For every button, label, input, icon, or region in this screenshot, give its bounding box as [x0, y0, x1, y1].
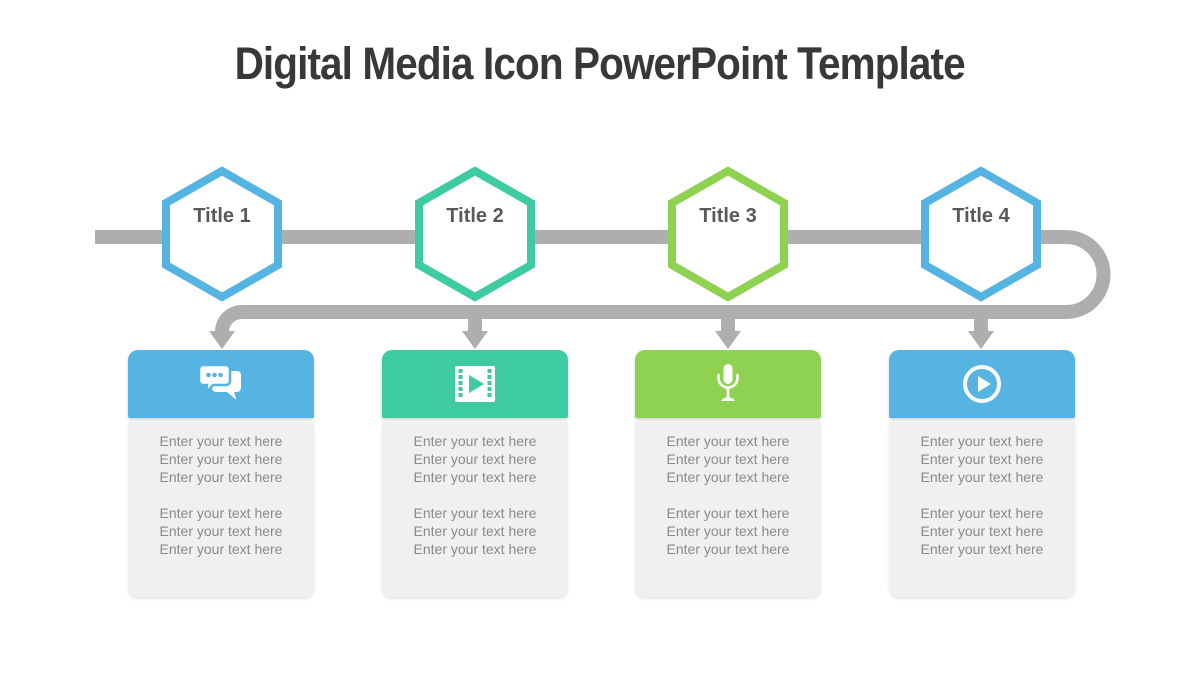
text-placeholder-group: Enter your text here Enter your text her… [128, 432, 314, 486]
hexagon-step-4[interactable] [921, 166, 1041, 302]
text-placeholder-group: Enter your text here Enter your text her… [635, 504, 821, 558]
text-placeholder-line[interactable]: Enter your text here [159, 469, 283, 485]
hexagon-step-3[interactable] [668, 166, 788, 302]
text-placeholder-line[interactable]: Enter your text here [920, 505, 1044, 521]
text-placeholder-line[interactable]: Enter your text here [413, 505, 537, 521]
text-placeholder-line[interactable]: Enter your text here [159, 541, 283, 557]
card-1-body: Enter your text here Enter your text her… [128, 422, 314, 597]
text-placeholder-group: Enter your text here Enter your text her… [128, 504, 314, 558]
branch-stub [721, 310, 735, 333]
play-circle-icon [963, 365, 1001, 403]
text-placeholder-line[interactable]: Enter your text here [666, 505, 790, 521]
text-placeholder-group: Enter your text here Enter your text her… [635, 432, 821, 486]
text-placeholder-line[interactable]: Enter your text here [666, 451, 790, 467]
branch-stub [468, 310, 482, 333]
card-2[interactable]: Enter your text here Enter your text her… [382, 350, 568, 597]
branch-stub [974, 310, 988, 333]
connector-pipe [95, 230, 1111, 333]
chat-bubbles-icon [197, 363, 241, 400]
card-3-header [635, 350, 821, 418]
text-placeholder-group: Enter your text here Enter your text her… [889, 432, 1075, 486]
text-placeholder-line[interactable]: Enter your text here [920, 451, 1044, 467]
text-placeholder-line[interactable]: Enter your text here [920, 433, 1044, 449]
page-title[interactable]: Digital Media Icon PowerPoint Template [0, 38, 1200, 90]
card-2-body: Enter your text here Enter your text her… [382, 422, 568, 597]
text-placeholder-line[interactable]: Enter your text here [413, 433, 537, 449]
hexagon-step-1[interactable] [162, 166, 282, 302]
microphone-icon [717, 364, 739, 401]
text-placeholder-line[interactable]: Enter your text here [666, 541, 790, 557]
hexagon-label-3[interactable]: Title 3 [699, 205, 756, 227]
text-placeholder-line[interactable]: Enter your text here [413, 523, 537, 539]
down-arrow-icon [715, 331, 741, 349]
down-arrow-icon [209, 331, 235, 349]
text-placeholder-line[interactable]: Enter your text here [413, 451, 537, 467]
text-placeholder-line[interactable]: Enter your text here [920, 469, 1044, 485]
text-placeholder-line[interactable]: Enter your text here [920, 541, 1044, 557]
text-placeholder-line[interactable]: Enter your text here [666, 469, 790, 485]
text-placeholder-line[interactable]: Enter your text here [159, 433, 283, 449]
film-play-icon [455, 366, 495, 402]
text-placeholder-group: Enter your text here Enter your text her… [382, 504, 568, 558]
text-placeholder-line[interactable]: Enter your text here [159, 523, 283, 539]
down-arrow-icon [968, 331, 994, 349]
text-placeholder-line[interactable]: Enter your text here [159, 451, 283, 467]
page-title-text: Digital Media Icon PowerPoint Template [234, 38, 966, 89]
down-arrow-icon [462, 331, 488, 349]
card-4-body: Enter your text here Enter your text her… [889, 422, 1075, 597]
text-placeholder-line[interactable]: Enter your text here [666, 523, 790, 539]
text-placeholder-line[interactable]: Enter your text here [920, 523, 1044, 539]
hexagon-step-2[interactable] [415, 166, 535, 302]
card-1[interactable]: Enter your text here Enter your text her… [128, 350, 314, 597]
card-3[interactable]: Enter your text here Enter your text her… [635, 350, 821, 597]
card-4-header [889, 350, 1075, 418]
text-placeholder-line[interactable]: Enter your text here [413, 541, 537, 557]
card-1-header [128, 350, 314, 418]
text-placeholder-group: Enter your text here Enter your text her… [889, 504, 1075, 558]
text-placeholder-line[interactable]: Enter your text here [666, 433, 790, 449]
card-3-body: Enter your text here Enter your text her… [635, 422, 821, 597]
text-placeholder-group: Enter your text here Enter your text her… [382, 432, 568, 486]
text-placeholder-line[interactable]: Enter your text here [159, 505, 283, 521]
hexagon-label-1[interactable]: Title 1 [193, 205, 250, 227]
card-4[interactable]: Enter your text here Enter your text her… [889, 350, 1075, 597]
text-placeholder-line[interactable]: Enter your text here [413, 469, 537, 485]
card-2-header [382, 350, 568, 418]
hexagon-label-4[interactable]: Title 4 [952, 205, 1010, 227]
hexagon-label-2[interactable]: Title 2 [446, 205, 503, 227]
